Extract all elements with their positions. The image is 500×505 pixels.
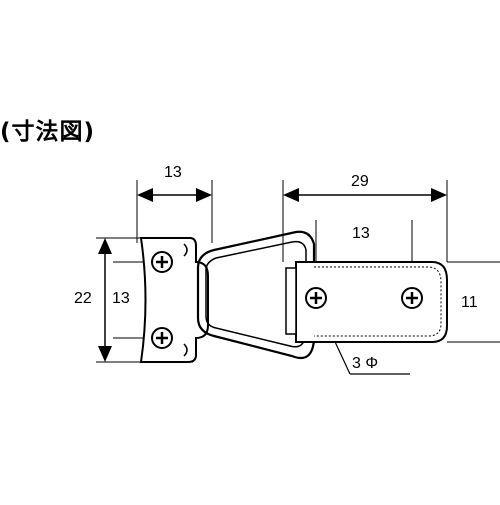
dim-label-hole-pitch-top: 13 [352,225,370,242]
dim-label-height-total: 22 [74,290,92,307]
arrow-head [431,188,447,202]
screw-hole [151,251,173,273]
dim-label-total-length: 29 [351,173,369,190]
strap [285,261,448,343]
arrow-head [196,188,212,202]
dim-label-hole-diameter: 3 Φ [352,355,378,372]
dim-label-strap-height: 11 [461,294,478,311]
extension-lines [96,180,500,363]
arrow-head [98,346,112,362]
arrow-head [98,238,112,254]
dim-label-plate-width: 13 [164,164,182,181]
arrow-head [283,188,299,202]
arrow-head [137,188,153,202]
screw-hole [151,327,173,349]
screw-hole [305,287,327,309]
drawing-title: (寸法図) [0,119,96,145]
screw-hole [401,287,423,309]
dim-label-hole-pitch-vertical: 13 [112,290,130,307]
